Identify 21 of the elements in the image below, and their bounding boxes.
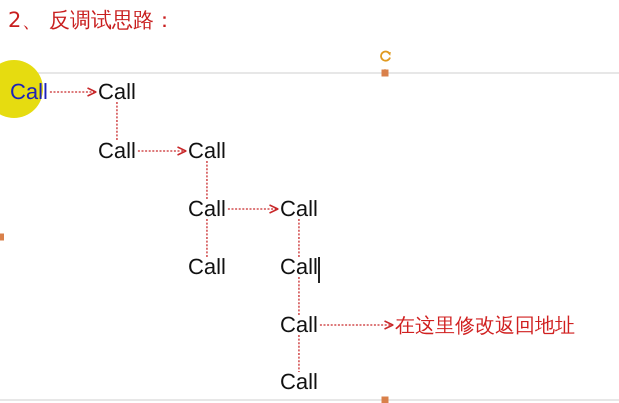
connector-line (206, 219, 208, 257)
step-label: Call (278, 197, 320, 221)
step-label: Call (278, 370, 320, 394)
connector-line (116, 102, 118, 141)
note-text: 在这里修改返回地址 (393, 313, 577, 337)
connector-line (298, 277, 300, 315)
connector-line (206, 161, 208, 199)
step-label: Call (186, 139, 228, 163)
arrow (228, 204, 279, 214)
step-label: Call (278, 255, 320, 279)
step-label: Call (96, 139, 138, 163)
step-label: Call (96, 80, 138, 104)
connector-line (298, 335, 300, 372)
step-label: Call (278, 313, 320, 337)
step-label: Call (186, 197, 228, 221)
arrow (138, 146, 187, 156)
step-label: Call (186, 255, 228, 279)
title: 2、 反调试思路： (8, 8, 176, 34)
arrow (320, 320, 394, 330)
connector-line (298, 219, 300, 257)
arrow (50, 87, 97, 97)
